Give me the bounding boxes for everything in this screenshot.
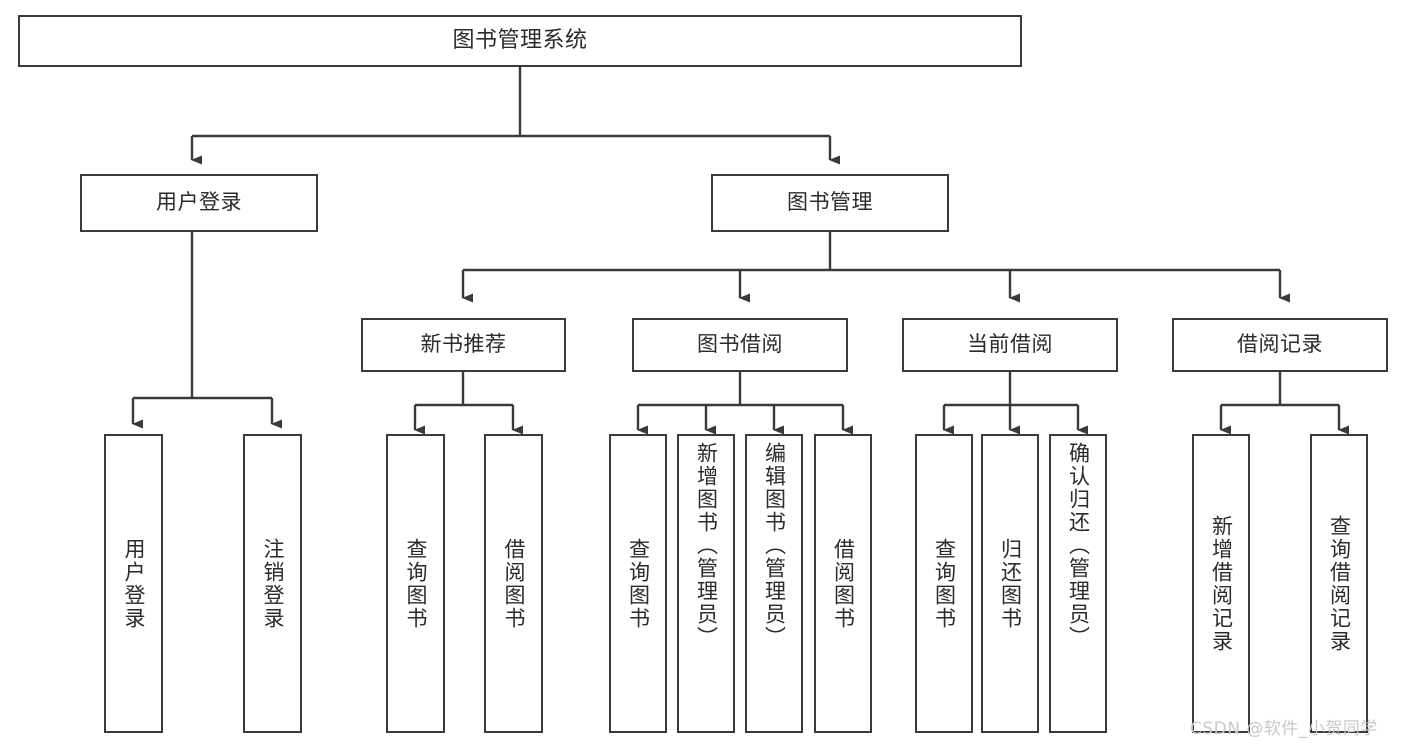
node-leaf-add-borrow-record[interactable]: 新增借阅记录 xyxy=(1192,434,1250,733)
node-user-login-label: 用户登录 xyxy=(156,190,242,215)
node-new-book-recommend[interactable]: 新书推荐 xyxy=(361,318,566,372)
node-user-login[interactable]: 用户登录 xyxy=(80,174,318,232)
node-leaf-borrow-query-book[interactable]: 查询图书 xyxy=(609,434,667,733)
node-root-label: 图书管理系统 xyxy=(452,27,588,53)
node-leaf-current-query-book[interactable]: 查询图书 xyxy=(915,434,973,733)
node-leaf-query-borrow-record-label: 查询借阅记录 xyxy=(1327,514,1352,653)
node-current-borrow[interactable]: 当前借阅 xyxy=(902,318,1118,372)
watermark-text: CSDN @软件_小贺同学 xyxy=(1190,719,1378,739)
node-root-library-system[interactable]: 图书管理系统 xyxy=(18,15,1022,67)
node-leaf-logout[interactable]: 注销登录 xyxy=(243,434,302,733)
node-leaf-edit-book-admin[interactable]: 编辑图书（管理员） xyxy=(745,434,803,733)
node-leaf-query-borrow-record[interactable]: 查询借阅记录 xyxy=(1310,434,1368,733)
node-borrow-record[interactable]: 借阅记录 xyxy=(1172,318,1388,372)
node-leaf-borrow-query-book-label: 查询图书 xyxy=(626,537,651,630)
node-leaf-add-borrow-record-label: 新增借阅记录 xyxy=(1209,514,1234,653)
node-leaf-return-book-label: 归还图书 xyxy=(998,537,1023,630)
node-leaf-recommend-query-book-label: 查询图书 xyxy=(403,537,428,630)
node-leaf-add-book-admin[interactable]: 新增图书（管理员） xyxy=(677,434,735,733)
edges-borrowrecord-to-leaves xyxy=(1219,372,1349,435)
edges-currentborrow-to-leaves xyxy=(942,372,1088,435)
node-leaf-edit-book-admin-label: 编辑图书（管理员） xyxy=(762,442,787,649)
edges-userlogin-to-leaves xyxy=(131,232,282,429)
node-leaf-confirm-return-admin-label: 确认归还（管理员） xyxy=(1066,442,1091,649)
node-book-management-label: 图书管理 xyxy=(787,190,873,215)
node-leaf-borrow-book[interactable]: 借阅图书 xyxy=(814,434,872,733)
node-leaf-borrow-book-label: 借阅图书 xyxy=(831,537,856,630)
edges-root-to-level1 xyxy=(190,67,840,165)
node-book-borrow-label: 图书借阅 xyxy=(697,332,783,357)
node-leaf-recommend-query-book[interactable]: 查询图书 xyxy=(386,434,445,733)
node-leaf-return-book[interactable]: 归还图书 xyxy=(981,434,1039,733)
node-leaf-add-book-admin-label: 新增图书（管理员） xyxy=(694,442,719,649)
node-new-book-recommend-label: 新书推荐 xyxy=(420,332,507,357)
node-leaf-recommend-borrow-book[interactable]: 借阅图书 xyxy=(484,434,543,733)
node-leaf-logout-label: 注销登录 xyxy=(260,537,285,630)
node-leaf-confirm-return-admin[interactable]: 确认归还（管理员） xyxy=(1049,434,1107,733)
edges-newbook-to-leaves xyxy=(413,372,523,435)
node-leaf-current-query-book-label: 查询图书 xyxy=(932,537,957,630)
node-book-management[interactable]: 图书管理 xyxy=(711,174,949,232)
node-borrow-record-label: 借阅记录 xyxy=(1237,332,1323,357)
node-book-borrow[interactable]: 图书借阅 xyxy=(632,318,848,372)
edges-bookmgmt-to-level2 xyxy=(461,232,1290,303)
node-leaf-user-login-label: 用户登录 xyxy=(121,537,146,630)
node-leaf-recommend-borrow-book-label: 借阅图书 xyxy=(501,537,526,630)
node-current-borrow-label: 当前借阅 xyxy=(967,332,1053,357)
node-leaf-user-login[interactable]: 用户登录 xyxy=(104,434,163,733)
edges-bookborrow-to-leaves xyxy=(636,372,853,435)
